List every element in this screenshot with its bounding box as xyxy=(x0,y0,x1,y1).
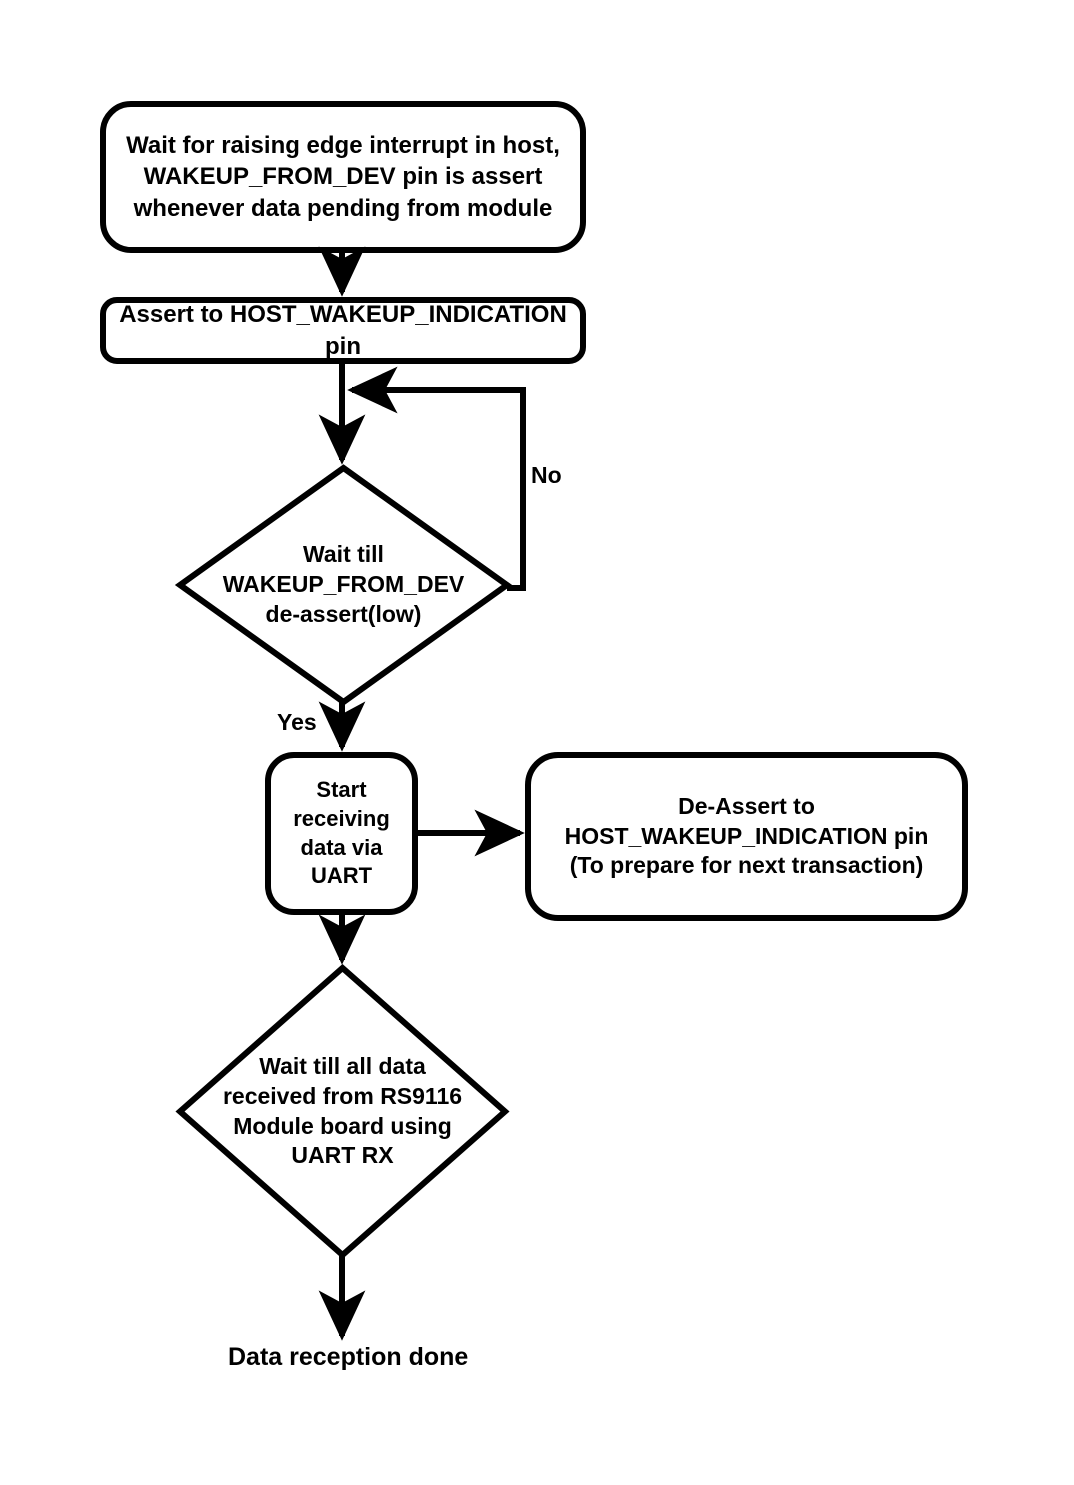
shape-wait-all-data xyxy=(175,963,510,1260)
edge-label-no: No xyxy=(531,462,562,488)
edge-label-yes: Yes xyxy=(277,709,317,735)
shape-assert-indication xyxy=(100,297,586,364)
shape-deassert-indication xyxy=(525,752,968,921)
connector-no-feedback-loop xyxy=(347,366,526,591)
shape-wait-deassert xyxy=(174,464,513,706)
shape-wait-interrupt xyxy=(100,101,586,253)
terminal-label-data-reception-done: Data reception done xyxy=(228,1343,469,1371)
shape-start-receiving xyxy=(265,752,418,915)
